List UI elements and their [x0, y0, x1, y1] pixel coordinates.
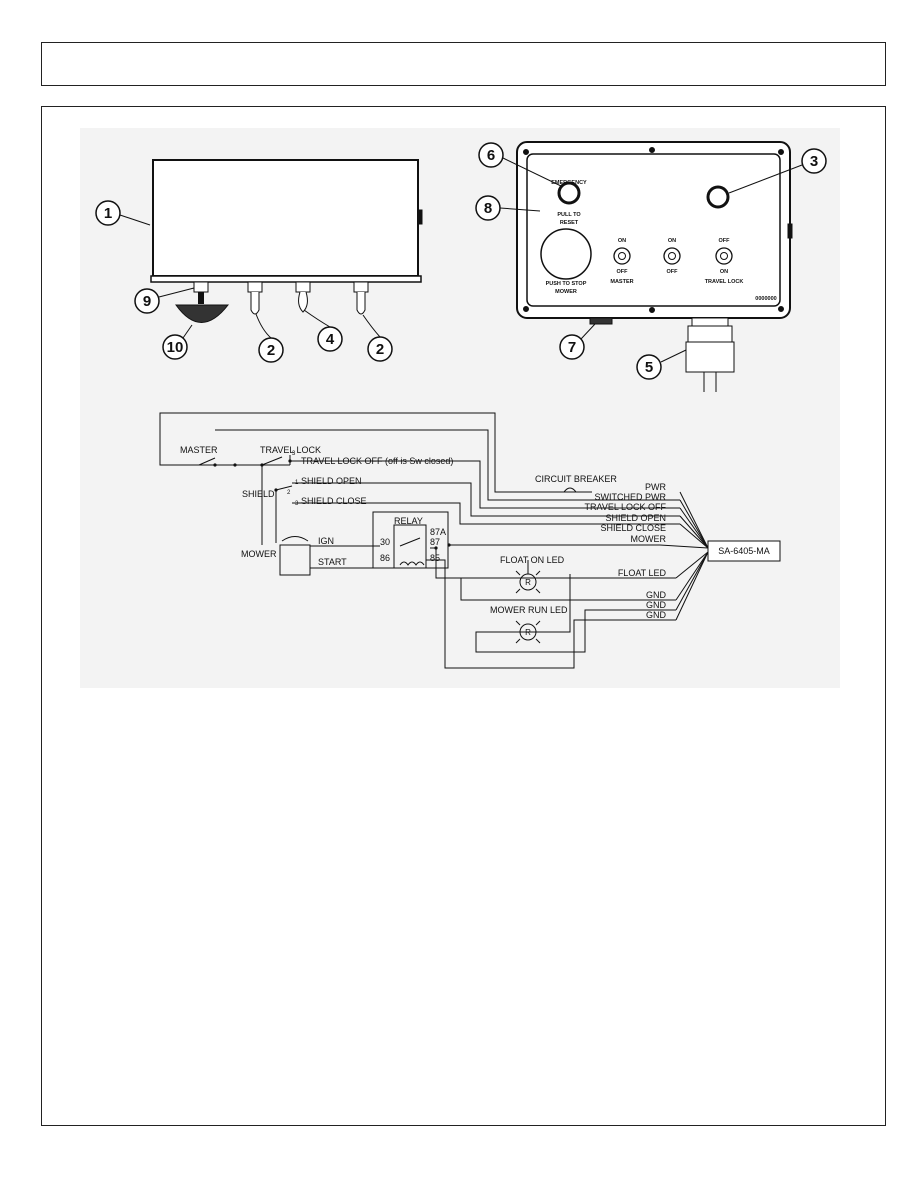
shield-open-label: SHIELD OPEN [301, 476, 362, 486]
page-header-box [41, 42, 886, 86]
shield-pin-1: 1 [295, 480, 299, 486]
relay-terminal-87: 87 [430, 537, 440, 547]
master-off-label: OFF [617, 269, 629, 275]
content-frame [41, 106, 886, 1126]
callout-10 [162, 334, 188, 360]
relay-label: RELAY [394, 516, 423, 526]
callout-8-label: 8 [484, 200, 492, 217]
float-on-led-label: FLOAT ON LED [500, 555, 565, 565]
wire-label-gnd-1: GND [646, 590, 667, 600]
wire-label-gnd-3: GND [646, 610, 667, 620]
wire-label-gnd-2: GND [646, 600, 667, 610]
callout-4-label: 4 [326, 331, 335, 348]
master-panel-label: MASTER [610, 279, 633, 285]
control-box-front-view [516, 141, 793, 392]
mower-panel-label: MOWER [555, 289, 577, 295]
connector-label: SA-6405-MA [718, 546, 770, 556]
callout-1 [95, 200, 121, 226]
wire-label-switched-pwr: SWITCHED PWR [595, 492, 667, 502]
callout-7 [559, 334, 585, 360]
travel-lock-pin-3: 3 [292, 451, 296, 457]
travel-lock-panel-label: TRAVEL LOCK [705, 279, 744, 285]
push-to-stop-label: PUSH TO STOP [546, 281, 587, 287]
travel-lock-off-panel: OFF [719, 238, 731, 244]
control-box-side-view [150, 159, 423, 323]
shield-pin-3: 3 [295, 501, 299, 507]
callout-3 [801, 148, 827, 174]
start-label: START [318, 557, 347, 567]
callout-5-label: 5 [645, 359, 653, 376]
center-on-label: ON [668, 238, 676, 244]
callout-1-label: 1 [104, 205, 112, 222]
circuit-breaker-label: CIRCUIT BREAKER [535, 474, 617, 484]
relay-terminal-86: 86 [380, 553, 390, 563]
emergency-label: EMERGENCY [551, 180, 587, 186]
master-on-label: ON [618, 238, 626, 244]
shield-switch-label: SHIELD [242, 489, 275, 499]
master-switch-label: MASTER [180, 445, 218, 455]
shield-close-label: SHIELD CLOSE [301, 496, 367, 506]
callout-10-label: 10 [167, 339, 184, 356]
callout-6-label: 6 [487, 147, 495, 164]
callout-3-label: 3 [810, 153, 818, 170]
wire-label-float-led: FLOAT LED [618, 568, 667, 578]
callout-9 [134, 288, 160, 314]
travel-lock-on-panel: ON [720, 269, 728, 275]
wiring-schematic [159, 412, 781, 669]
wire-label-shield-open: SHIELD OPEN [605, 513, 666, 523]
relay-terminal-85: 85 [430, 553, 440, 563]
relay-terminal-87a: 87A [430, 527, 446, 537]
travel-lock-off-note: TRAVEL LOCK OFF (off is Sw closed) [301, 456, 453, 466]
callout-leaders [119, 157, 803, 363]
callout-7-label: 7 [568, 339, 576, 356]
ign-label: IGN [318, 536, 334, 546]
travel-lock-switch-label: TRAVEL LOCK [260, 445, 321, 455]
wire-label-shield-close: SHIELD CLOSE [600, 523, 666, 533]
callout-6 [478, 142, 504, 168]
center-off-label: OFF [667, 269, 679, 275]
wire-label-pwr: PWR [645, 482, 666, 492]
float-led-r: R [525, 578, 531, 587]
callout-2b-label: 2 [376, 341, 384, 358]
wire-label-travel-lock-off: TRAVEL LOCK OFF [584, 502, 666, 512]
mower-run-led-label: MOWER RUN LED [490, 605, 568, 615]
shield-pin-2: 2 [287, 490, 291, 496]
reset-label: RESET [560, 220, 579, 226]
callout-9-label: 9 [143, 293, 151, 310]
callout-5 [636, 354, 662, 380]
wire-label-mower: MOWER [631, 534, 667, 544]
panel-part-number: 0000000 [755, 296, 776, 302]
mower-switch-label: MOWER [241, 549, 277, 559]
callout-2a-label: 2 [267, 342, 275, 359]
relay-terminal-30: 30 [380, 537, 390, 547]
pull-to-label: PULL TO [557, 212, 581, 218]
mower-led-r: R [525, 628, 531, 637]
